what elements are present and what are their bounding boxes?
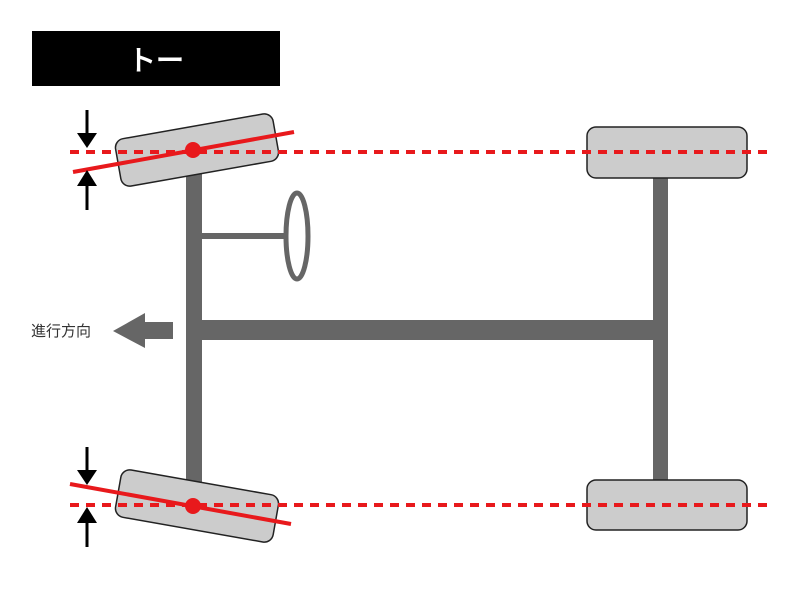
direction-arrow-icon — [113, 313, 173, 348]
chassis-frame — [186, 172, 668, 488]
steering-column — [202, 233, 288, 239]
arrow-down-icon — [77, 447, 97, 485]
title-banner: トー — [32, 31, 280, 86]
arrow-down-icon — [77, 110, 97, 148]
pivot-dot-top — [185, 142, 201, 158]
center-beam — [186, 320, 668, 340]
steering-wheel — [283, 190, 311, 282]
arrow-up-icon — [77, 170, 97, 210]
arrow-up-icon — [77, 507, 97, 547]
pivot-dot-bottom — [185, 498, 201, 514]
direction-label: 進行方向 — [31, 322, 92, 340]
tire-direction-line-bottom — [69, 482, 292, 526]
tire-direction-line-top — [72, 130, 295, 174]
